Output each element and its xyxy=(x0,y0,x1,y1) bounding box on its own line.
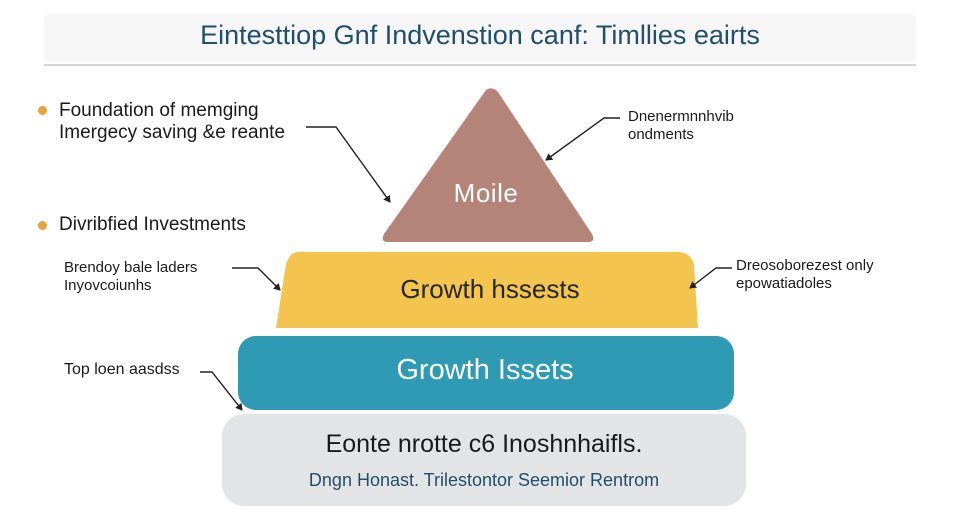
annotation-right-1: Dnenermnnhvib ondments xyxy=(628,108,734,144)
annotation-line: Top loen aasdss xyxy=(64,361,180,378)
pyramid-apex-tier xyxy=(382,88,594,243)
tier-2-label: Growth hssests xyxy=(400,274,580,304)
connector-line-right-1 xyxy=(545,117,620,161)
bullet-text: Foundation of memging Imergecy saving &e… xyxy=(59,100,285,144)
annotation-left-2: Top loen aasdss xyxy=(64,361,180,379)
page-title: Eintesttiop Gnf Indvenstion canf: Timlli… xyxy=(200,20,760,50)
connector-line-left-1 xyxy=(232,267,281,291)
pyramid-tier-2 xyxy=(276,252,698,328)
pyramid-tier-3 xyxy=(238,336,734,410)
header-divider xyxy=(44,64,916,66)
connector-line-bullet-1 xyxy=(306,126,391,203)
pyramid-base-tier xyxy=(222,414,746,506)
header-band xyxy=(44,14,916,62)
annotation-line: ondments xyxy=(628,126,694,143)
annotation-line: Dreosoborezest only xyxy=(736,257,874,274)
annotation-line: Inyovcoiunhs xyxy=(64,277,152,294)
bullet-dot-icon xyxy=(38,106,47,115)
bullet-line: Foundation of memging xyxy=(59,100,259,121)
apex-tier-label: Moile xyxy=(453,178,519,208)
bullet-item-foundation: Foundation of memging Imergecy saving &e… xyxy=(38,100,285,144)
connector-line-right-2 xyxy=(689,267,732,289)
tier-3-label: Growth Issets xyxy=(396,354,574,386)
connector-line-left-2 xyxy=(200,371,243,411)
base-tier-sublabel: Dngn Honast. Trilestontor Seemior Rentro… xyxy=(308,470,660,490)
bullet-dot-icon xyxy=(38,220,47,230)
annotation-left-1: Brendoy bale laders Inyovcoiunhs xyxy=(64,259,197,295)
annotation-right-2: Dreosoborezest only epowatiadoles xyxy=(736,257,874,293)
annotation-line: Brendoy bale laders xyxy=(64,259,198,276)
bullet-item-investments: Divribfied Investments xyxy=(38,214,246,236)
bullet-text: Divribfied Investments xyxy=(59,214,246,235)
annotation-line: Dnenermnnhvib xyxy=(628,108,734,125)
bullet-line: Imergecy saving &e reante xyxy=(59,122,286,143)
annotation-line: epowatiadoles xyxy=(736,275,832,292)
base-tier-label: Eonte nrotte c6 Inoshnhaifls. xyxy=(325,430,643,458)
